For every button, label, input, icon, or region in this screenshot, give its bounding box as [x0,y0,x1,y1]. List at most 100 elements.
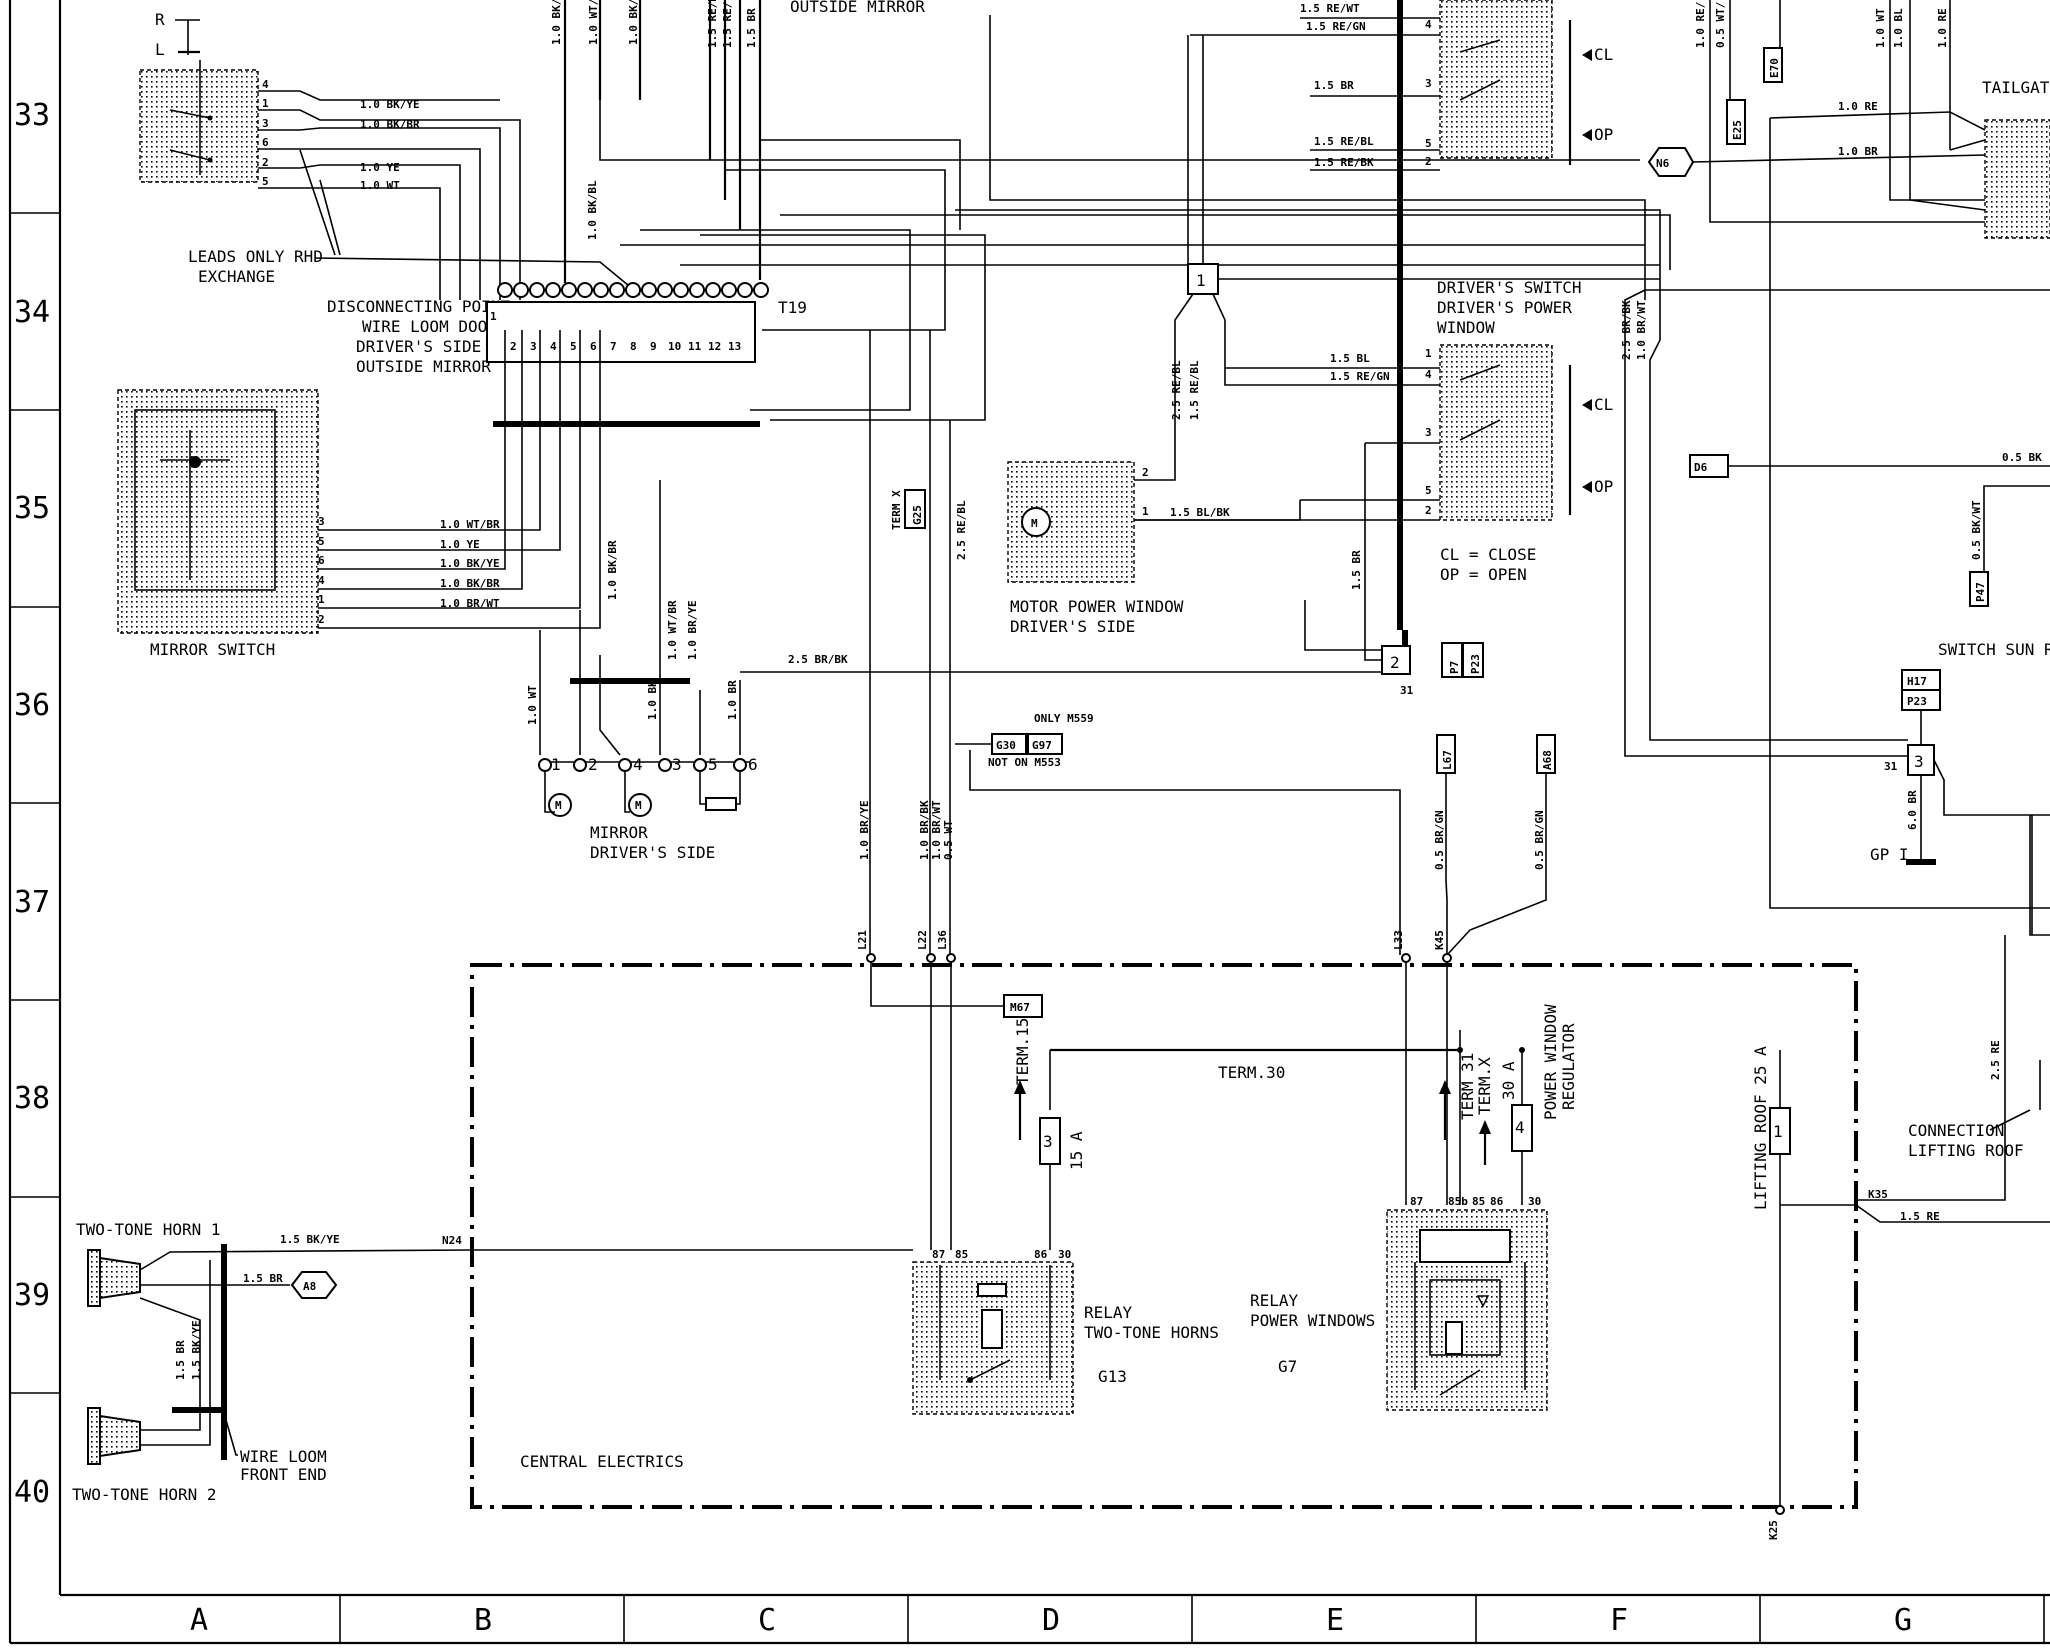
pin-label: 1 [318,593,325,606]
loom-label: FRONT END [240,1465,327,1484]
fuse-lifting-roof: 1 LIFTING ROOF 25 A K25 [1751,1046,1856,1540]
wire-label: 1.5 RE/BK [1314,156,1374,169]
wire-label: 1.5 RE [1900,1210,1940,1223]
wire-label: 1.5 RE/B [706,0,719,48]
wire-label: 1.0 BR/WT [440,597,500,610]
wire-label: 1.0 BK/BL [586,180,599,240]
connector-id: T19 [778,298,807,317]
disconnect-point-t19: DISCONNECTING POINT WIRE LOOM DOOR DRIVE… [327,0,925,376]
op-label: OP [1594,125,1613,144]
connection-label: CONNECTION [1908,1121,2004,1140]
motor-m: M [1031,517,1038,530]
pin-label: 2 [262,156,269,169]
pin-label: 4 [1425,368,1432,381]
wire-label: 1.0 BR [726,680,739,720]
two-tone-horns: TWO-TONE HORN 1 TWO-TONE HORN 2 1.5 BK/Y… [72,1220,913,1504]
label-line: DISCONNECTING POINT [327,297,510,316]
wire-label: 1.0 YE [440,538,480,551]
leads-note: LEADS ONLY RHD EXCHANGE [188,149,641,296]
splice-node-1: 1 2.5 RE/BL 1.5 RE/BL [1170,35,1660,430]
central-electrics: CENTRAL ELECTRICS L21 L22 L36 L33 K45 N2… [442,930,1858,1509]
column-label: F [1610,1603,1628,1638]
row-label: 38 [14,1081,50,1116]
label-line: RELAY [1250,1291,1299,1310]
cl-label: CL [1594,45,1613,64]
row-label: 33 [14,98,50,133]
wire-label: 1.0 BL [1892,8,1905,48]
pin-label: 11 [688,340,702,353]
mirror-switch: 3 5 6 4 1 2 MIRROR SWITCH 1.0 WT/BR 1.0 … [117,330,601,659]
pin-label: 1 [490,310,497,323]
diagram-frame [8,0,2050,1645]
pin-label: 1 [1425,347,1432,360]
note-label: ONLY M559 [1034,712,1094,725]
wire-label: 1.0 BK/B [550,0,563,45]
pin-label: 12 [708,340,721,353]
label-line: DRIVER'S POWER [1437,298,1572,317]
pin-label: 10 [668,340,681,353]
wire-label: 1.5 RE/WT [1300,2,1360,15]
horn-label: TWO-TONE HORN 2 [72,1485,217,1504]
pin-label: 1 [262,97,269,110]
pin-label: 2 [1425,155,1432,168]
wire-label: 1.5 BK/YE [280,1233,340,1246]
ref-label: A8 [303,1280,316,1293]
wire-label: 1.5 BK/YE [190,1320,203,1380]
wire-label: 0.5 BK/WT [1970,500,1983,560]
wire-label: 0.5 BR/GN [1533,810,1546,870]
connector-label: L22 [916,930,929,950]
wire-label: 1.5 BR [174,1340,187,1380]
pin-label: 6 [262,136,269,149]
pin-label: 2 [510,340,517,353]
pin-label: 5 [318,535,325,548]
pin-label: 30 [1058,1248,1071,1261]
wire-label: 1.0 BR/WT [1635,300,1648,360]
column-labels: A B C D E F G [190,1603,1912,1638]
pin-label: 4 [1425,18,1432,31]
motor-m: M [635,799,642,812]
column-label: G [1894,1603,1912,1638]
term-label: TERM 31 [1458,1053,1477,1120]
connector-label: K45 [1433,930,1446,950]
ground-label: GP I [1870,845,1909,864]
wire-label: 1.0 YE [360,161,400,174]
ref-label: M67 [1010,1001,1030,1014]
relay-id: G13 [1098,1367,1127,1386]
label-line: OUTSIDE MIRROR [356,357,491,376]
pin-label: 85 [955,1248,968,1261]
row-label: 36 [14,688,50,723]
ref-label: P7 [1448,661,1461,674]
label-line: WIRE LOOM DOOR [362,317,497,336]
node-label: 2 [1390,653,1400,672]
mirror-motor: 1 2 4 3 5 6 M M MIRROR DRIVER'S SIDE 1.0… [526,180,848,862]
pin-label: 85 [1472,1195,1485,1208]
pin-label: 5 [708,755,718,774]
term-label: TERM.X [1475,1057,1494,1115]
ref-label: D6 [1694,461,1708,474]
ref-label: L67 [1441,750,1454,770]
relay-two-tone-horns: 87 85 86 30 RELAY TWO-TONE HORNS G13 [912,1248,1219,1415]
label-line: DRIVER'S SIDE [356,337,481,356]
ref-label: P23 [1907,695,1927,708]
note-text: LEADS ONLY RHD [188,247,323,266]
pin-label: 3 [672,755,682,774]
wire-label: 1.5 BR [1314,79,1354,92]
wire-label: 1.0 BK [646,680,659,720]
component-label: MIRROR SWITCH [150,640,275,659]
row-label: 39 [14,1278,50,1313]
switch-l-label: L [155,40,165,59]
wire-label: 2.5 BR/BK [788,653,848,666]
fuse-label: LIFTING ROOF 25 A [1751,1046,1770,1210]
pin-label: 5 [1425,137,1432,150]
wire-label: 1.0 WT/BR [440,518,500,531]
wire-label: 1.0 WT [360,179,400,192]
central-wires: G25 TERM X 2.5 RE/BL G30 G97 ONLY M559 N… [858,330,1401,955]
wire-label: 1.0 BR [1838,145,1878,158]
row-labels: 33 34 35 36 37 38 39 40 [14,98,50,1510]
ref-label: P23 [1469,654,1482,674]
pin-label: 85b [1448,1195,1468,1208]
ref-label: P47 [1974,582,1987,602]
node-label: 1 [1196,271,1206,290]
pin-label: 3 [1425,426,1432,439]
pin-label: 8 [630,340,637,353]
